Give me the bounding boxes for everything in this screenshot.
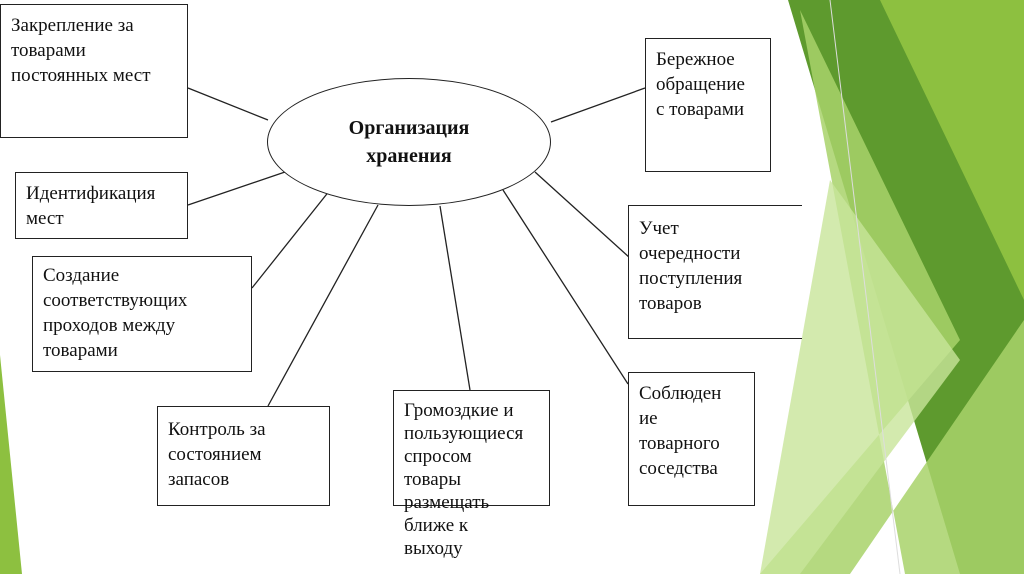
connector-fixed-places <box>187 87 269 121</box>
node-line: выходу <box>404 538 463 559</box>
node-line: запасов <box>168 469 230 490</box>
node-identification: Идентификация мест <box>15 172 188 239</box>
node-neighborhood: Соблюден ие товарного соседства <box>628 372 755 506</box>
node-line: Громоздкие и <box>404 400 514 421</box>
node-line: товарного <box>639 433 720 454</box>
node-line: проходов между <box>43 315 176 336</box>
node-line: Бережное <box>656 49 735 70</box>
node-line: спросом <box>404 446 472 467</box>
node-line: соседства <box>639 458 718 479</box>
connector-receipt-order <box>534 171 631 259</box>
node-line: с товарами <box>656 99 745 120</box>
deco-left-corner <box>0 355 22 574</box>
node-stock-control: Контроль за состоянием запасов <box>157 406 330 506</box>
connector-passages <box>251 189 331 289</box>
node-line: товаров <box>639 293 702 314</box>
node-line: ближе к <box>404 515 469 536</box>
center-line: Организация <box>348 117 470 139</box>
deco-mid-band <box>880 0 1024 300</box>
node-line: Контроль за <box>168 419 266 440</box>
node-fixed-places: Закрепление за товарами постоянных мест <box>0 4 188 138</box>
node-line: Соблюден <box>639 383 722 404</box>
node-line: постоянных мест <box>11 65 151 86</box>
node-line: Идентификация <box>26 183 156 204</box>
deco-pale-band <box>760 180 960 574</box>
deco-thin-line <box>829 0 901 574</box>
node-passages: Создание соответствующих проходов между … <box>32 256 252 372</box>
node-line: товарами <box>43 340 118 361</box>
node-line: товарами <box>11 40 86 61</box>
node-line: размещать <box>404 492 490 513</box>
node-line: Учет <box>639 218 679 239</box>
node-bulky-goods: Громоздкие и пользующиеся спросом товары… <box>393 390 550 559</box>
node-line: мест <box>26 208 64 229</box>
node-receipt-order: Учет очередности поступления товаров <box>628 205 802 339</box>
center-ellipse: Организация хранения <box>267 78 551 206</box>
node-line: товары <box>404 469 461 490</box>
node-line: состоянием <box>168 444 262 465</box>
node-line: пользующиеся <box>404 423 524 444</box>
connector-neighborhood <box>502 189 629 385</box>
node-line: ие <box>639 408 658 429</box>
connector-stock-control <box>267 204 379 407</box>
node-line: поступления <box>639 268 743 289</box>
connector-careful-handling <box>550 87 646 123</box>
node-line: обращение <box>656 74 745 95</box>
connector-bulky-goods <box>439 205 471 391</box>
node-line: очередности <box>639 243 741 264</box>
node-line: Закрепление за <box>11 15 134 36</box>
node-line: Создание <box>43 265 120 286</box>
center-line: хранения <box>366 145 452 167</box>
node-careful-handling: Бережное обращение с товарами <box>645 38 771 172</box>
connector-identification <box>187 171 286 206</box>
node-line: соответствующих <box>43 290 188 311</box>
